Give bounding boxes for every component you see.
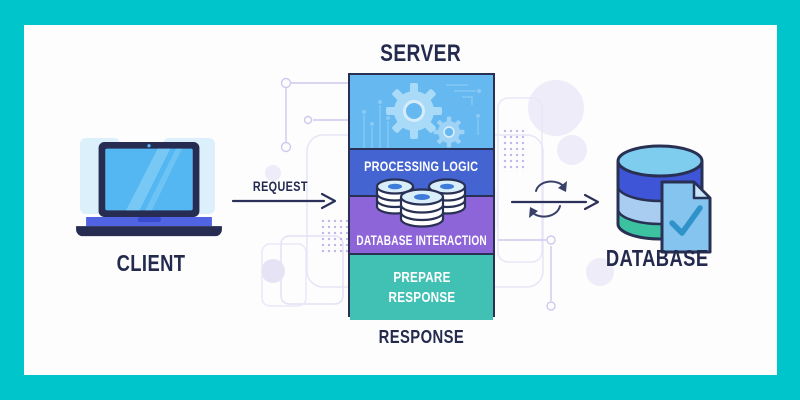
client-label: CLIENT <box>116 250 186 276</box>
server-box: PROCESSING LOGIC DATABASE INTERACTION PR… <box>348 73 495 320</box>
request-label: REQUEST <box>252 179 308 194</box>
section-label: PROCESSING LOGIC <box>364 158 479 174</box>
response-label: RESPONSE <box>378 326 464 347</box>
database-label: DATABASE <box>605 245 709 271</box>
dot-grid-decoration <box>502 128 528 172</box>
section-label: PREPARE RESPONSE <box>388 269 455 306</box>
server-section-prepare-response: PREPARE RESPONSE <box>350 255 493 320</box>
server-title: SERVER <box>380 40 462 67</box>
server-section-processing-logic: PROCESSING LOGIC <box>350 150 493 195</box>
dot-grid-decoration <box>320 218 350 254</box>
server-section-database-interaction: DATABASE INTERACTION <box>350 195 493 255</box>
server-section-visual <box>350 75 493 150</box>
gears-icon <box>362 83 481 148</box>
section-label: DATABASE INTERACTION <box>356 232 487 248</box>
